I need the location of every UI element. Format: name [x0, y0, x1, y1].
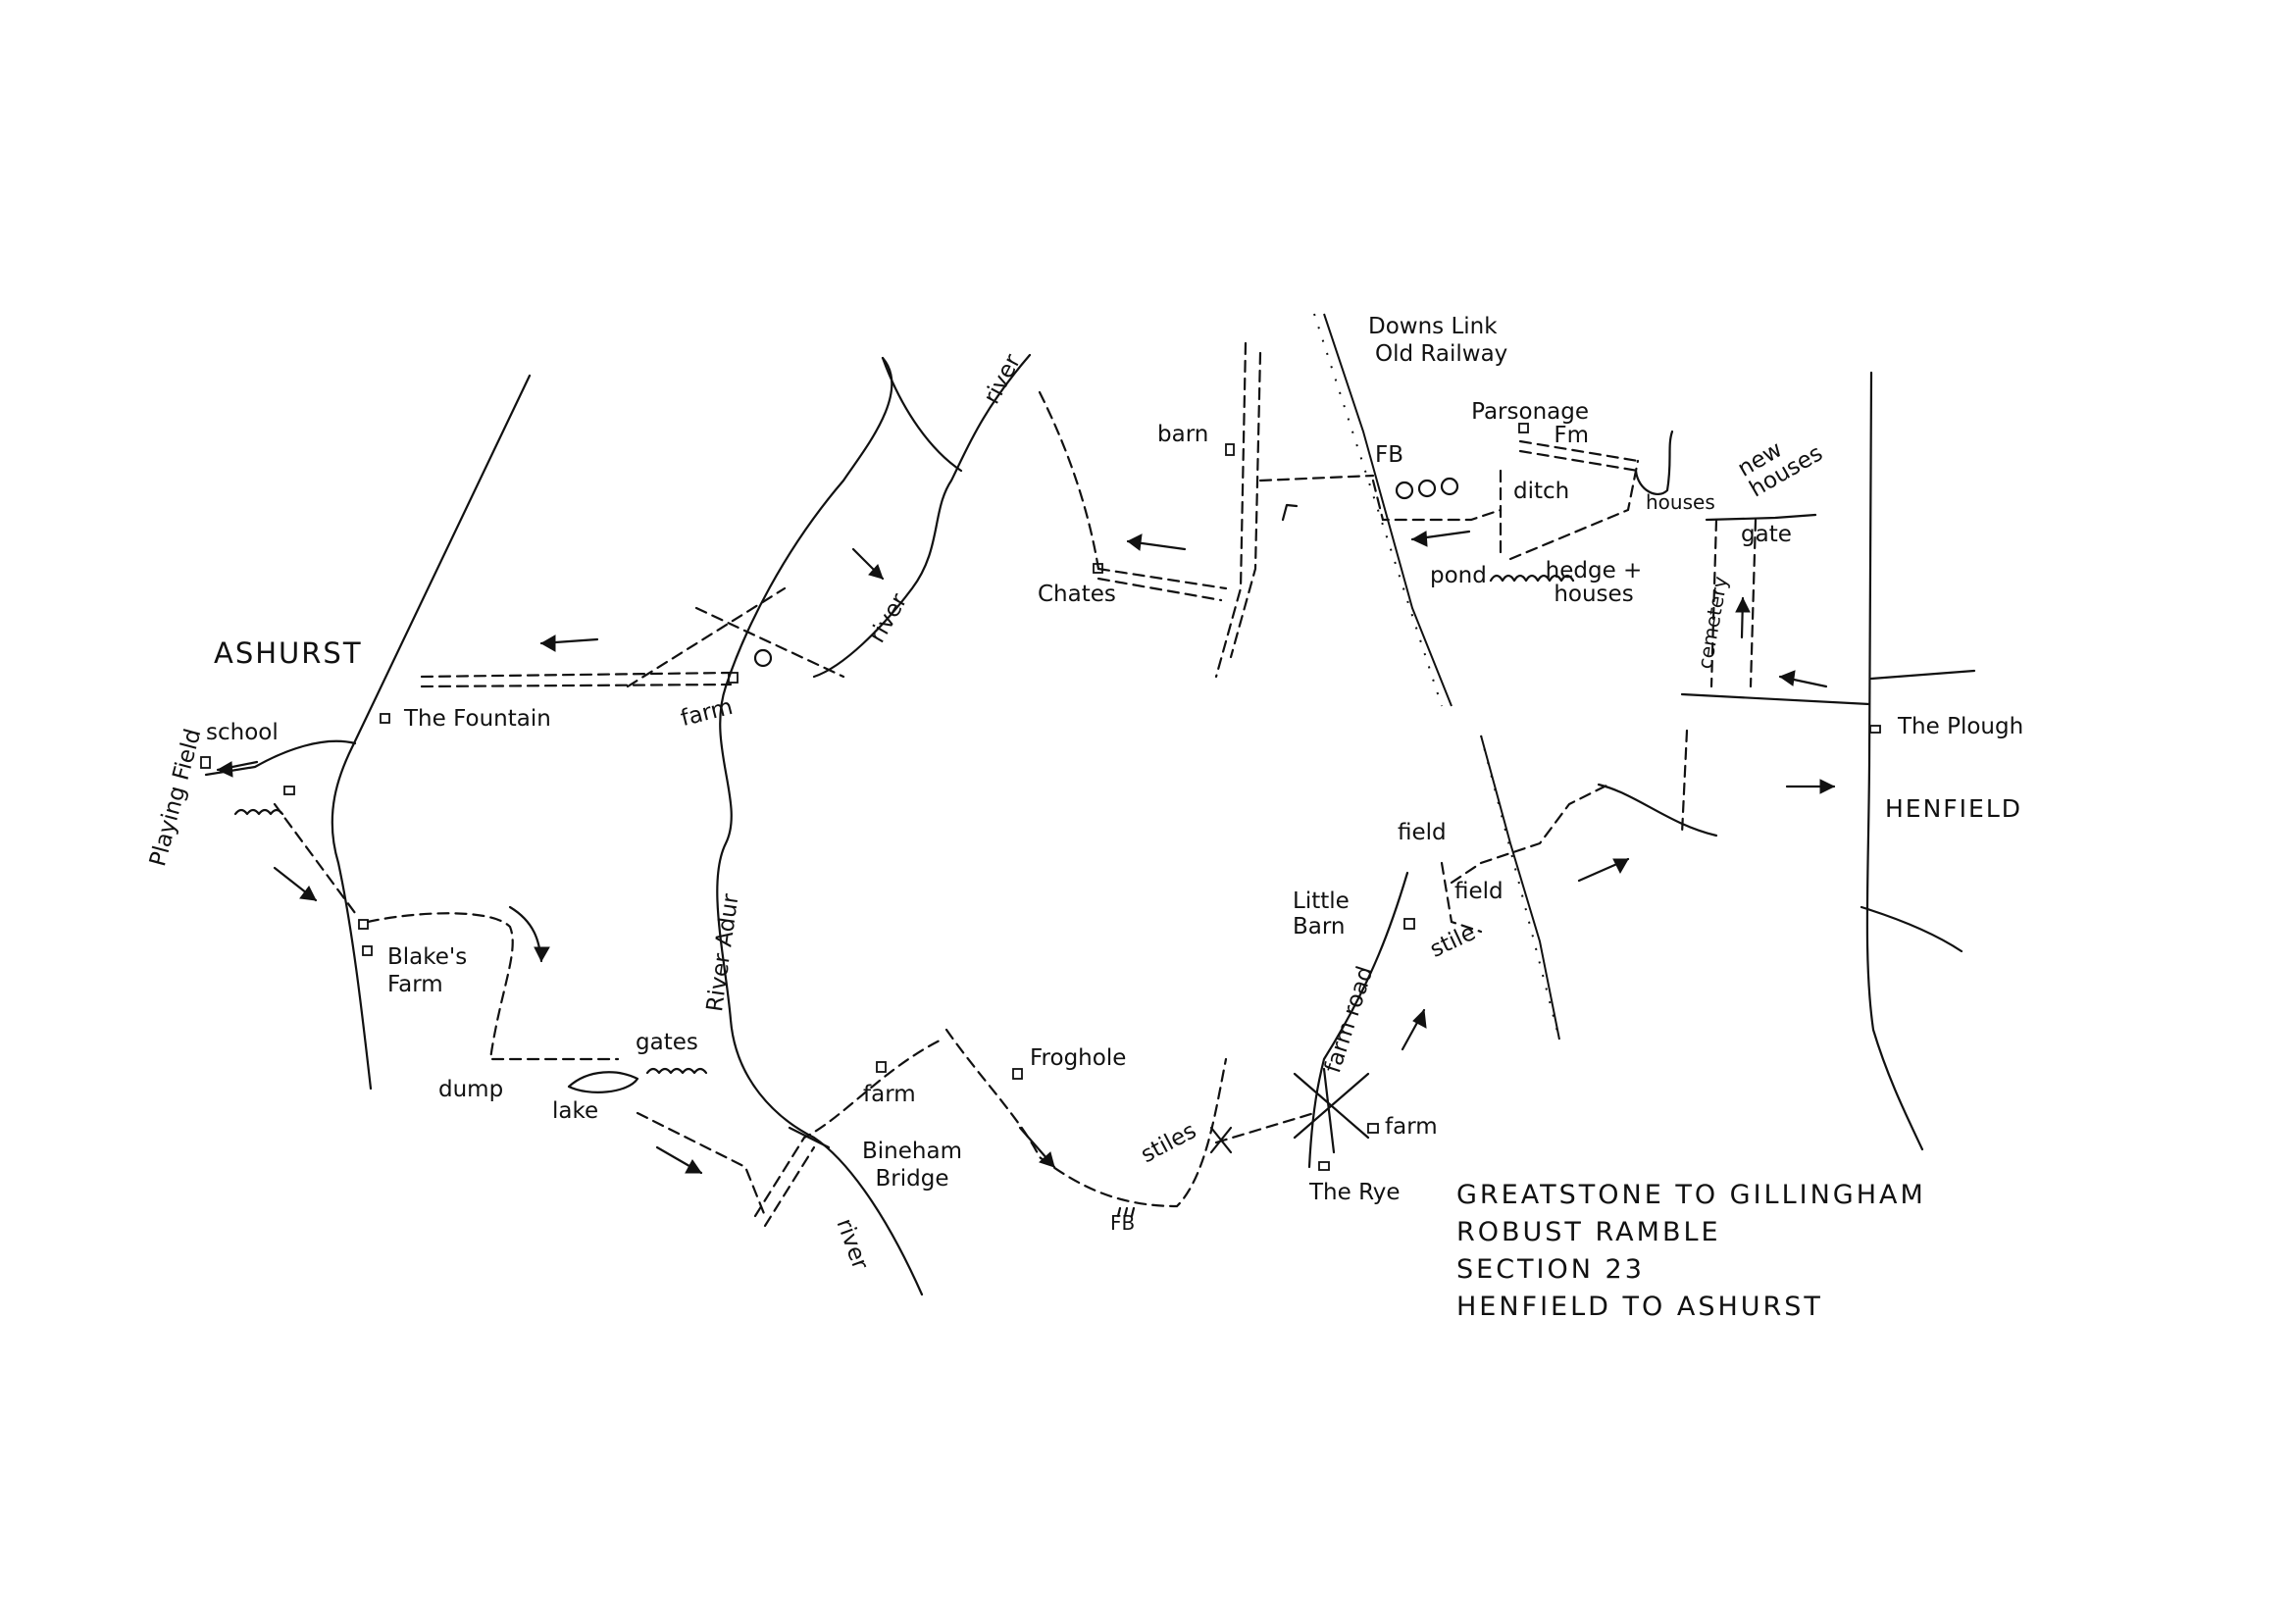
stile-cross: [1209, 1126, 1233, 1154]
path-bineham-2: [763, 1145, 816, 1228]
buildings: [200, 423, 1881, 1171]
railway-south-ties: [1480, 735, 1560, 1040]
path-parsonage-3: [1518, 449, 1640, 473]
label-school: school: [206, 720, 279, 745]
path-headwater: [1038, 390, 1100, 571]
path-fountain: [420, 671, 733, 679]
label-hedge-houses: hedge + houses: [1545, 558, 1643, 607]
title-line-1: GREATSTONE TO GILLINGHAM: [1456, 1180, 1926, 1210]
path-fb: [1258, 474, 1375, 482]
path-lake-south: [636, 1111, 767, 1218]
lake-shape: [567, 1071, 639, 1093]
river-headwater: [881, 356, 963, 473]
label-blakes-farm: Blake's Farm: [387, 944, 468, 997]
path-parsonage: [1371, 479, 1503, 522]
title-line-4: HENFIELD TO ASHURST: [1456, 1292, 1823, 1322]
label-barn: barn: [1157, 422, 1209, 447]
label-chates: Chates: [1038, 582, 1116, 607]
river-adur: [716, 356, 924, 1296]
school-lane: [204, 739, 357, 777]
title-line-3: SECTION 23: [1456, 1254, 1645, 1285]
henfield-side-road: [1680, 692, 1871, 706]
path-ashurst-north: [626, 586, 787, 688]
label-gates: gates: [636, 1030, 698, 1055]
label-downs-link: Downs Link: [1368, 314, 1498, 339]
map-title: GREATSTONE TO GILLINGHAM ROBUST RAMBLE S…: [1456, 1177, 1926, 1326]
label-henfield: HENFIELD: [1885, 794, 2023, 823]
bineham-road: [788, 1126, 831, 1149]
title-line-2: ROBUST RAMBLE: [1456, 1217, 1721, 1247]
label-pond: pond: [1430, 563, 1487, 588]
label-froghole: Froghole: [1030, 1045, 1127, 1071]
label-lake: lake: [552, 1098, 599, 1124]
label-old-railway: Old Railway: [1375, 341, 1508, 367]
playing-field-hedge: [233, 808, 284, 816]
path-hedge: [1508, 459, 1640, 561]
label-farm-bineham: farm: [863, 1082, 916, 1107]
henfield-road: [1865, 371, 1924, 1151]
rye-junction: [1293, 1067, 1370, 1154]
houses-track: [1634, 430, 1674, 495]
label-houses: houses: [1646, 490, 1715, 514]
path-froghole: [944, 1028, 1228, 1208]
label-fb-south: FB: [1110, 1211, 1136, 1235]
path-barn: [1214, 341, 1248, 679]
path-blakes: [273, 802, 360, 919]
henfield-south-road: [1860, 905, 1963, 953]
label-little-barn: Little Barn: [1293, 888, 1350, 939]
path-field: [1440, 861, 1483, 934]
ashurst-road: [331, 374, 532, 1091]
henfield-side-road-north: [1869, 669, 1976, 681]
path-chates-2: [1096, 577, 1223, 602]
label-gate: gate: [1741, 522, 1792, 547]
path-blakes-loop: [366, 912, 620, 1061]
label-the-plough: The Plough: [1898, 714, 2024, 739]
label-the-rye: The Rye: [1309, 1180, 1401, 1205]
direction-arrows: [216, 503, 1836, 1175]
label-fb-north: FB: [1375, 442, 1404, 468]
path-cemetery: [1709, 518, 1718, 688]
label-dump: dump: [438, 1077, 504, 1102]
fb-ticks: [1116, 1206, 1136, 1218]
label-farm-rye: farm: [1385, 1114, 1438, 1140]
old-railway-ties: [1313, 313, 1443, 707]
label-field-upper: field: [1398, 820, 1447, 845]
label-ditch: ditch: [1513, 479, 1570, 504]
label-bineham-bridge: Bineham Bridge: [862, 1139, 962, 1192]
path-fountain-2: [420, 683, 733, 688]
path-river-cross: [694, 606, 845, 679]
label-field-lower: field: [1454, 879, 1504, 904]
river-north-bank: [812, 353, 1032, 679]
farm-road: [1307, 871, 1409, 1169]
path-parsonage-2: [1518, 439, 1640, 463]
label-ashurst: ASHURST: [214, 636, 363, 670]
path-gate: [1749, 518, 1758, 688]
label-parsonage-fm: Parsonage Fm: [1471, 399, 1589, 448]
old-railway: [1323, 313, 1453, 707]
tree-icons: [753, 477, 1459, 668]
path-plough: [1450, 783, 1610, 885]
gates-hedge: [645, 1067, 708, 1075]
path-stiles: [1214, 1111, 1316, 1144]
hedge: [1489, 574, 1575, 583]
gate-road: [1705, 513, 1817, 522]
path-barn-2: [1229, 351, 1262, 659]
path-chates: [1096, 567, 1228, 590]
plough-road: [1597, 783, 1718, 837]
path-little-barn: [1680, 729, 1689, 836]
path-bineham: [753, 1038, 943, 1218]
label-the-fountain: The Fountain: [404, 706, 551, 732]
